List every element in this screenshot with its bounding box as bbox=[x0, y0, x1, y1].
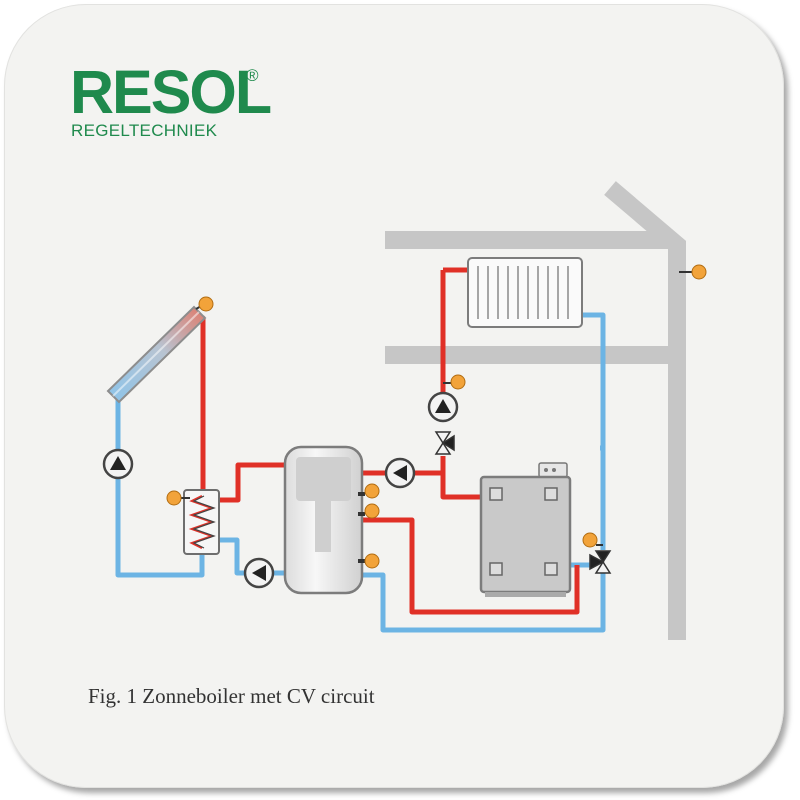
three-way-valve-icon bbox=[434, 431, 455, 455]
diagram-card bbox=[4, 4, 784, 788]
figure-caption: Fig. 1 Zonneboiler met CV circuit bbox=[88, 684, 375, 708]
temperature-sensor-icon bbox=[364, 483, 380, 499]
temperature-sensor-icon bbox=[582, 532, 603, 548]
pump-icon bbox=[384, 457, 416, 489]
heat-exchanger-icon bbox=[183, 489, 220, 555]
boiler-icon bbox=[479, 462, 572, 597]
temperature-sensor-icon bbox=[679, 264, 707, 280]
cold-pipes bbox=[115, 312, 606, 633]
pump-icon bbox=[102, 448, 134, 480]
logo-registered-mark: ® bbox=[246, 66, 259, 85]
temperature-sensor-icon bbox=[166, 490, 190, 506]
logo-brand: RESOL bbox=[70, 58, 272, 126]
temperature-sensor-icon bbox=[195, 296, 214, 312]
logo-subtitle: REGELTECHNIEK bbox=[71, 121, 218, 140]
pump-icon bbox=[243, 557, 275, 589]
solar-collector-icon bbox=[106, 305, 207, 404]
resol-logo: RESOL ® REGELTECHNIEK bbox=[70, 58, 272, 141]
building-outline bbox=[385, 181, 686, 640]
temperature-sensor-icon bbox=[364, 503, 380, 519]
radiator-icon bbox=[467, 257, 583, 328]
three-way-valve-icon bbox=[589, 550, 612, 574]
pump-icon bbox=[427, 391, 459, 423]
temperature-sensor-icon bbox=[364, 553, 380, 569]
hot-pipes bbox=[194, 267, 580, 615]
storage-tank-icon bbox=[283, 445, 365, 595]
temperature-sensor-icon bbox=[443, 374, 466, 390]
